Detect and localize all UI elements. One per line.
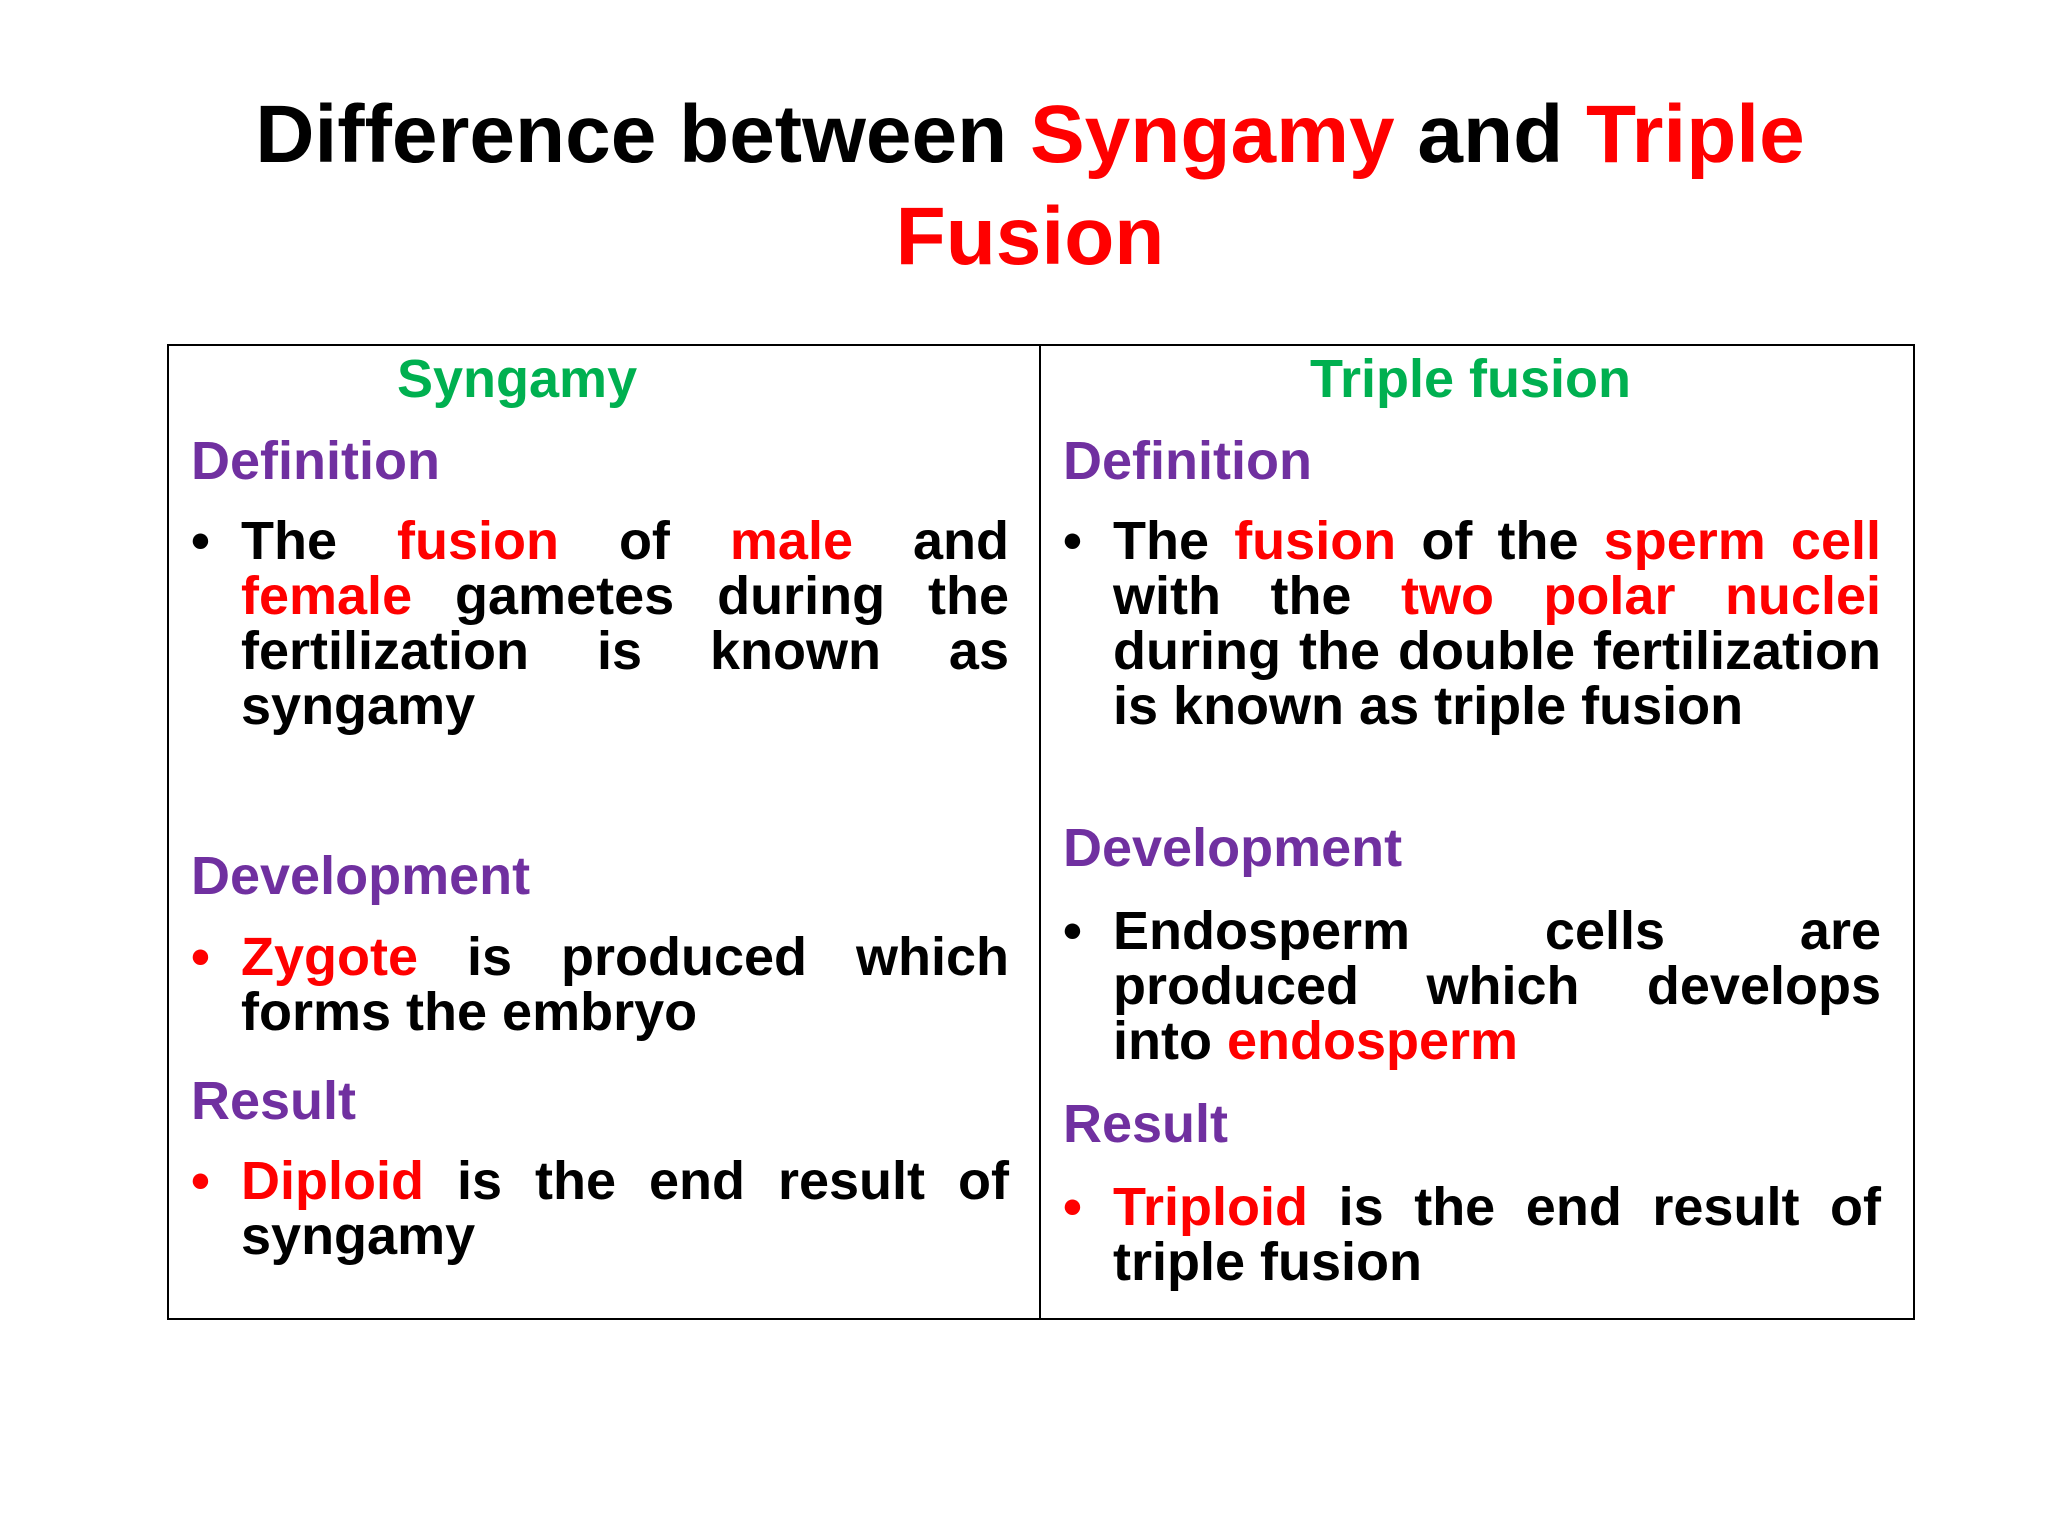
syngamy-result-bullet: • Diploid is the end result of syngamy: [191, 1154, 1009, 1264]
triple-fusion-development-bullet: • Endosperm cells are produced which dev…: [1063, 904, 1881, 1069]
syngamy-development-heading: Development: [191, 846, 531, 906]
triple-fusion-result-bullet: • Triploid is the end result of triple f…: [1063, 1180, 1881, 1290]
text-run: Endosperm cells are produced which devel…: [1113, 901, 1881, 1071]
triple-fusion-development-text: Endosperm cells are produced which devel…: [1113, 904, 1881, 1069]
bullet-marker: •: [191, 511, 210, 571]
syngamy-column-header: Syngamy: [397, 349, 638, 409]
syngamy-definition-heading: Definition: [191, 431, 440, 491]
triple-fusion-result-text: Triploid is the end result of triple fus…: [1113, 1180, 1881, 1290]
triple-fusion-definition-bullet: • The fusion of the sperm cell with the …: [1063, 514, 1881, 734]
highlight-run: Zygote: [241, 927, 419, 987]
syngamy-column: Syngamy Definition • The fusion of male …: [169, 346, 1041, 1318]
triple-fusion-development-heading: Development: [1063, 818, 1403, 878]
text-run: and: [853, 511, 1009, 571]
triple-fusion-definition-text: The fusion of the sperm cell with the tw…: [1113, 514, 1881, 734]
bullet-marker: •: [191, 1151, 210, 1211]
highlight-run: fusion: [396, 511, 559, 571]
text-run: of: [558, 511, 730, 571]
title-highlight-syngamy: Syngamy: [1029, 89, 1395, 180]
text-run: gametes during the fertilization is know…: [241, 566, 1009, 736]
syngamy-development-bullet: • Zygote is produced which forms the emb…: [191, 930, 1009, 1040]
triple-fusion-column: Triple fusion Definition • The fusion of…: [1041, 346, 1913, 1318]
syngamy-result-text: Diploid is the end result of syngamy: [241, 1154, 1009, 1264]
text-run: during the double fertilization is known…: [1113, 621, 1881, 736]
highlight-run: male: [729, 511, 853, 571]
comparison-table: Syngamy Definition • The fusion of male …: [167, 344, 1915, 1320]
title-highlight-fusion: Fusion: [895, 191, 1165, 282]
text-run: of the: [1396, 511, 1604, 571]
highlight-run: endosperm: [1226, 1011, 1519, 1071]
syngamy-result-heading: Result: [191, 1071, 357, 1131]
highlight-run: sperm cell: [1603, 511, 1881, 571]
bullet-marker: •: [1063, 901, 1082, 961]
triple-fusion-result-heading: Result: [1063, 1094, 1229, 1154]
triple-fusion-definition-heading: Definition: [1063, 431, 1312, 491]
highlight-run: two polar nuclei: [1400, 566, 1881, 626]
bullet-marker: •: [191, 927, 210, 987]
text-run: with the: [1113, 566, 1401, 626]
syngamy-development-text: Zygote is produced which forms the embry…: [241, 930, 1009, 1040]
title-text-1: Difference between: [255, 89, 1030, 180]
title-text-2: and: [1394, 89, 1586, 180]
triple-fusion-column-header: Triple fusion: [1310, 349, 1632, 409]
text-run: is the end result of triple fusion: [1113, 1177, 1881, 1292]
highlight-run: fusion: [1234, 511, 1397, 571]
text-run: is the end result of syngamy: [241, 1151, 1009, 1266]
bullet-marker: •: [1063, 511, 1082, 571]
title-highlight-triple: Triple: [1585, 89, 1805, 180]
syngamy-definition-text: The fusion of male and female gametes du…: [241, 514, 1009, 734]
bullet-marker: •: [1063, 1177, 1082, 1237]
text-run: The: [1113, 511, 1235, 571]
syngamy-definition-bullet: • The fusion of male and female gametes …: [191, 514, 1009, 734]
highlight-run: female: [241, 566, 413, 626]
highlight-run: Diploid: [241, 1151, 424, 1211]
highlight-run: Triploid: [1113, 1177, 1308, 1237]
text-run: The: [241, 511, 397, 571]
text-run: is produced which forms the embryo: [241, 927, 1009, 1042]
